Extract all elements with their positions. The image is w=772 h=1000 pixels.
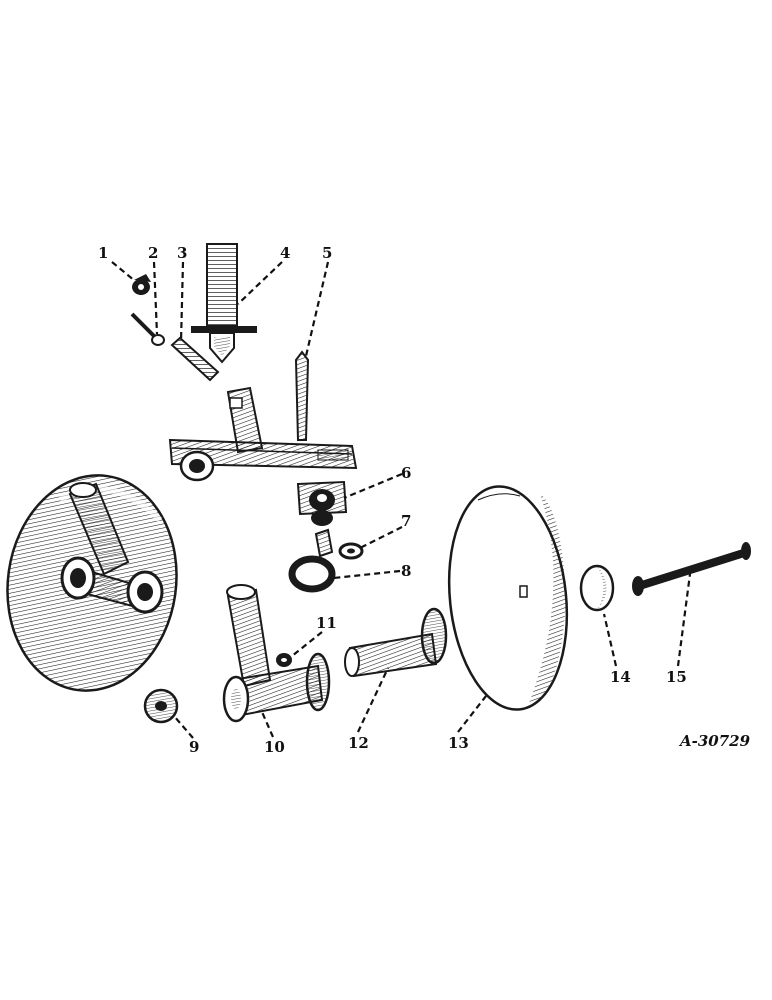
part-12-spool xyxy=(344,607,448,678)
callout-13: 13 xyxy=(448,734,469,752)
leader-line-14 xyxy=(602,613,618,667)
callout-7: 7 xyxy=(401,512,411,530)
drawing-id: A-30729 xyxy=(678,732,751,750)
leader-lines xyxy=(111,261,692,739)
leader-line-2 xyxy=(152,261,159,335)
part-14-cup-washer xyxy=(579,564,615,612)
callout-11: 11 xyxy=(316,614,337,632)
part-11-grease-fitting xyxy=(276,653,292,667)
part-4-shank xyxy=(191,243,257,364)
leader-line-12 xyxy=(357,667,389,733)
part-15-axle-bolt xyxy=(632,542,751,596)
leader-line-1 xyxy=(111,261,136,282)
part-1-nut xyxy=(132,274,151,295)
part-2-cotter-pin xyxy=(130,312,165,346)
leader-line-8 xyxy=(333,569,401,580)
part-5-gang-bar-bracket xyxy=(168,350,358,482)
part-3-spring xyxy=(170,336,220,382)
callout-10: 10 xyxy=(264,738,285,756)
part-10-spool-standard xyxy=(222,584,331,723)
part-13-disc-blade xyxy=(447,485,569,711)
leader-line-3 xyxy=(179,261,185,343)
callout-15: 15 xyxy=(666,668,687,686)
part-7-washer xyxy=(338,542,364,560)
part-6-bearing-housing xyxy=(296,480,348,526)
callout-1: 1 xyxy=(98,244,108,262)
part-8-eye-bolt xyxy=(288,528,336,593)
callout-9: 9 xyxy=(189,738,199,756)
part-9-dust-cap xyxy=(143,688,179,724)
leader-line-11 xyxy=(291,631,323,657)
leader-line-7 xyxy=(359,526,403,549)
callout-2: 2 xyxy=(148,244,158,262)
left-disc-assembly xyxy=(6,474,178,692)
callout-6: 6 xyxy=(401,464,411,482)
callout-12: 12 xyxy=(348,734,369,752)
leader-line-4 xyxy=(237,261,283,305)
callout-labels: 1 2 3 4 5 6 7 8 9 10 11 12 13 14 15 A-30… xyxy=(98,244,751,756)
callout-8: 8 xyxy=(401,562,411,580)
leader-line-15 xyxy=(676,573,692,667)
leader-line-9 xyxy=(173,715,194,739)
callout-3: 3 xyxy=(177,244,187,262)
leader-line-5 xyxy=(304,261,330,357)
callout-5: 5 xyxy=(322,244,332,262)
callout-4: 4 xyxy=(280,244,290,262)
leader-line-10 xyxy=(260,711,275,738)
leader-line-6 xyxy=(343,472,403,500)
callout-14: 14 xyxy=(610,668,631,686)
leader-line-13 xyxy=(457,695,487,733)
